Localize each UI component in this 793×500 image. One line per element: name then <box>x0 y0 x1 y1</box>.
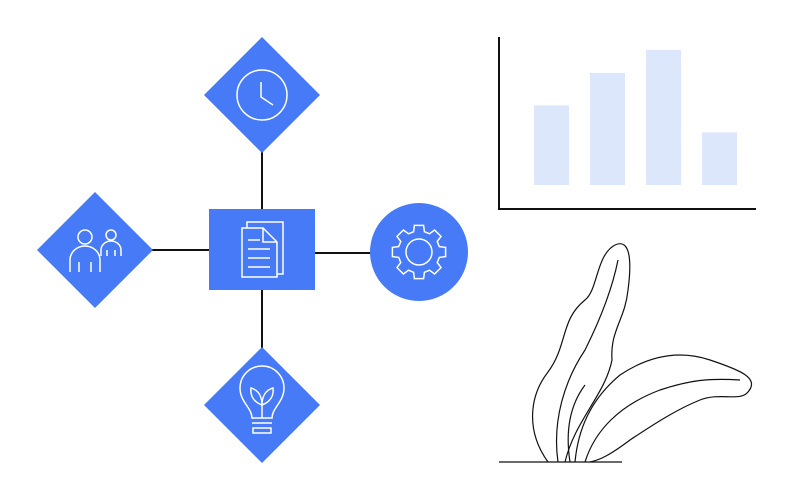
bar-4 <box>702 132 737 185</box>
plant-illustration <box>499 243 753 463</box>
gear-icon <box>391 224 447 280</box>
bar-chart <box>498 37 756 210</box>
node-gear <box>370 203 468 301</box>
documents-icon <box>241 221 284 278</box>
bar-1 <box>534 105 569 185</box>
node-users <box>37 192 153 308</box>
node-clock <box>204 37 320 153</box>
clock-icon <box>236 69 288 121</box>
hub-documents <box>209 209 315 290</box>
bar-2 <box>590 72 625 185</box>
bar-3 <box>646 50 681 185</box>
node-lightbulb <box>204 347 320 463</box>
connectors <box>150 150 372 350</box>
lightbulb-icon <box>239 365 285 434</box>
users-icon <box>69 229 122 272</box>
